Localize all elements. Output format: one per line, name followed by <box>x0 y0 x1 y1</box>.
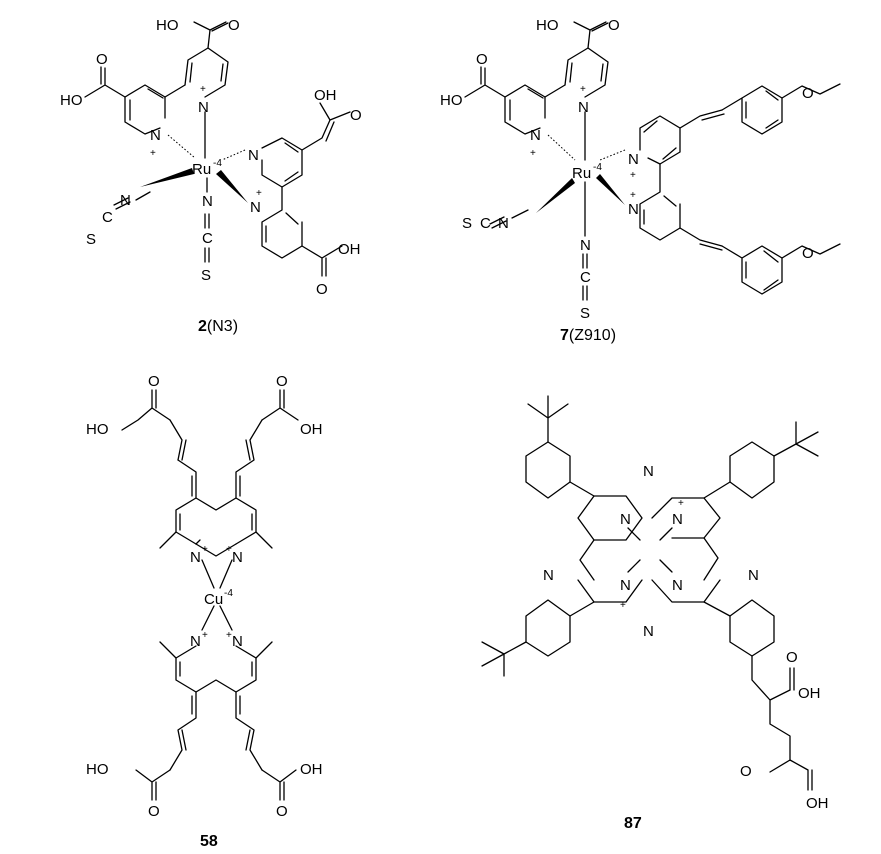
carbon-label: C <box>102 209 113 226</box>
structure-compound-87: N N N + N N N + N N OH O O OH 87 <box>481 395 829 832</box>
nitrogen-label: N <box>628 151 639 168</box>
carbon-label: C <box>202 230 213 247</box>
charge-plus: + <box>150 148 156 159</box>
charge-plus: + <box>678 498 684 509</box>
nitrogen-label: N <box>620 577 631 594</box>
nitrogen-label: N <box>543 567 554 584</box>
acid-label-right: OH <box>300 421 323 438</box>
nitrogen-label: N <box>120 192 131 209</box>
oxygen-label: O <box>786 649 798 666</box>
charge-plus: + <box>226 630 232 641</box>
compound-caption-2: 2(N3) <box>198 318 238 335</box>
acid-label-left: HO <box>86 761 109 778</box>
carbon-label: C <box>480 215 491 232</box>
sulfur-label: S <box>201 267 211 284</box>
acid-label-right: OH <box>798 685 821 702</box>
metal-label-compound-2: Ru <box>192 161 211 178</box>
nitrogen-label: N <box>530 127 541 144</box>
nitrogen-label: N <box>190 633 201 650</box>
carbon-label: C <box>580 269 591 286</box>
sulfur-label: S <box>86 231 96 248</box>
charge-plus: + <box>630 170 636 181</box>
sulfur-label: S <box>462 215 472 232</box>
compound-name: (N3) <box>207 318 238 335</box>
nitrogen-label: N <box>190 549 201 566</box>
structure-compound-58: HO O O OH N + + N Cu -4 N + + N HO O O O… <box>86 373 323 850</box>
metal-label-compound-58: Cu <box>204 591 223 608</box>
oxygen-label: O <box>276 373 288 390</box>
nitrogen-label: N <box>578 99 589 116</box>
nitrogen-label: N <box>232 549 243 566</box>
compound-caption-58: 58 <box>200 833 218 850</box>
oxygen-label: O <box>276 803 288 820</box>
charge-plus: + <box>200 84 206 95</box>
charge-plus: + <box>530 148 536 159</box>
oxygen-label: O <box>350 107 362 124</box>
oxygen-label: O <box>608 17 620 34</box>
acid-label-left: HO <box>440 92 463 109</box>
nitrogen-label: N <box>250 199 261 216</box>
charge-plus: + <box>630 190 636 201</box>
compound-caption-7: 7(Z910) <box>560 327 616 344</box>
oxygen-label: O <box>476 51 488 68</box>
nitrogen-label: N <box>643 463 654 480</box>
metal-charge-compound-2: -4 <box>213 158 222 169</box>
nitrogen-label: N <box>248 147 259 164</box>
nitrogen-label: N <box>672 511 683 528</box>
nitrogen-label: N <box>498 215 509 232</box>
acid-label-top: HO <box>536 17 559 34</box>
nitrogen-label: N <box>198 99 209 116</box>
nitrogen-label: N <box>202 193 213 210</box>
metal-charge-compound-58: -4 <box>224 588 233 599</box>
acid-label-right: OH <box>300 761 323 778</box>
structure-compound-2: HO O O HO N + N + OH O N Ru -4 N N + N C… <box>60 17 362 335</box>
compound-caption-87: 87 <box>624 815 642 832</box>
charge-plus: + <box>580 84 586 95</box>
oxygen-label: O <box>802 85 814 102</box>
oxygen-label: O <box>228 17 240 34</box>
acid-label-top: HO <box>156 17 179 34</box>
sulfur-label: S <box>580 305 590 322</box>
compound-number: 7 <box>560 327 569 344</box>
metal-charge-compound-7: -4 <box>593 162 602 173</box>
acid-label-right: OH <box>338 241 361 258</box>
charge-plus: + <box>202 630 208 641</box>
nitrogen-label: N <box>580 237 591 254</box>
structure-compound-7: HO O O HO N + N + N + Ru -4 N + N C S N … <box>440 17 841 344</box>
charge-plus: + <box>202 544 208 555</box>
charge-plus: + <box>256 188 262 199</box>
charge-plus: + <box>226 544 232 555</box>
nitrogen-label: N <box>643 623 654 640</box>
oxygen-label: O <box>148 803 160 820</box>
acid-label-left: HO <box>86 421 109 438</box>
nitrogen-label: N <box>628 201 639 218</box>
oxygen-label: O <box>802 245 814 262</box>
nitrogen-label: N <box>672 577 683 594</box>
oxygen-label: O <box>148 373 160 390</box>
nitrogen-label: N <box>232 633 243 650</box>
charge-plus: + <box>620 600 626 611</box>
nitrogen-label: N <box>150 127 161 144</box>
metal-label-compound-7: Ru <box>572 165 591 182</box>
nitrogen-label: N <box>620 511 631 528</box>
compound-name: (Z910) <box>569 327 616 344</box>
oxygen-label: O <box>740 763 752 780</box>
nitrogen-label: N <box>748 567 759 584</box>
acid-label-left: HO <box>60 92 83 109</box>
oxygen-label: O <box>96 51 108 68</box>
acid-label-right: OH <box>314 87 337 104</box>
acid-label-right: OH <box>806 795 829 812</box>
oxygen-label: O <box>316 281 328 298</box>
compound-number: 2 <box>198 318 207 335</box>
